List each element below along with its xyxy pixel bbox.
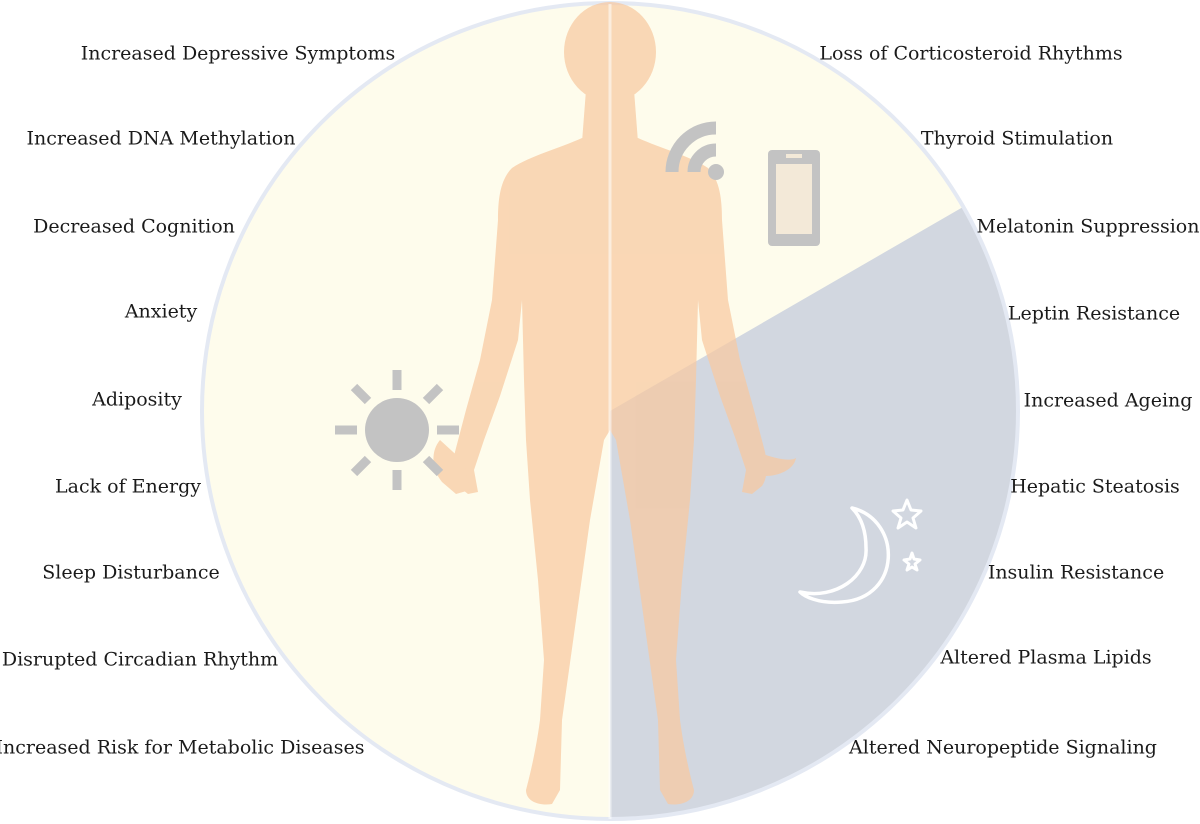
moon-icon [798,506,890,605]
effect-label-loss-of-corticosteroid-rhythms: Loss of Corticosteroid Rhythms [819,42,1123,65]
human-silhouette [433,2,796,805]
silhouette-right-hand [758,452,796,476]
effect-label-melatonin-suppression: Melatonin Suppression [976,215,1200,238]
star-icon [891,498,923,572]
effect-label-increased-risk-metabolic-diseases: Increased Risk for Metabolic Diseases [0,736,365,759]
silhouette-torso [453,138,767,805]
wifi-arcs [669,125,717,173]
effect-label-disrupted-circadian-rhythm: Disrupted Circadian Rhythm [1,648,279,671]
silhouette-left-hand [433,440,470,494]
effect-label-thyroid-stimulation: Thyroid Stimulation [920,127,1114,150]
effect-label-increased-ageing: Increased Ageing [1023,389,1193,412]
effect-label-sleep-disturbance: Sleep Disturbance [42,561,220,584]
effect-label-adiposity: Adiposity [92,388,182,411]
sun-icon [335,370,459,490]
effect-label-altered-plasma-lipids: Altered Plasma Lipids [940,646,1152,669]
effect-label-leptin-resistance: Leptin Resistance [1007,302,1181,325]
effect-label-hepatic-steatosis: Hepatic Steatosis [1010,475,1180,498]
effect-label-insulin-resistance: Insulin Resistance [987,561,1165,584]
effect-label-increased-depressive-symptoms: Increased Depressive Symptoms [80,42,396,65]
effect-label-increased-dna-methylation: Increased DNA Methylation [26,127,296,150]
effect-label-anxiety: Anxiety [124,300,198,323]
effect-label-lack-of-energy: Lack of Energy [55,475,201,498]
effect-label-altered-neuropeptide-signaling: Altered Neuropeptide Signaling [849,736,1157,759]
effect-label-decreased-cognition: Decreased Cognition [33,215,235,238]
smartphone-icon [768,150,820,246]
